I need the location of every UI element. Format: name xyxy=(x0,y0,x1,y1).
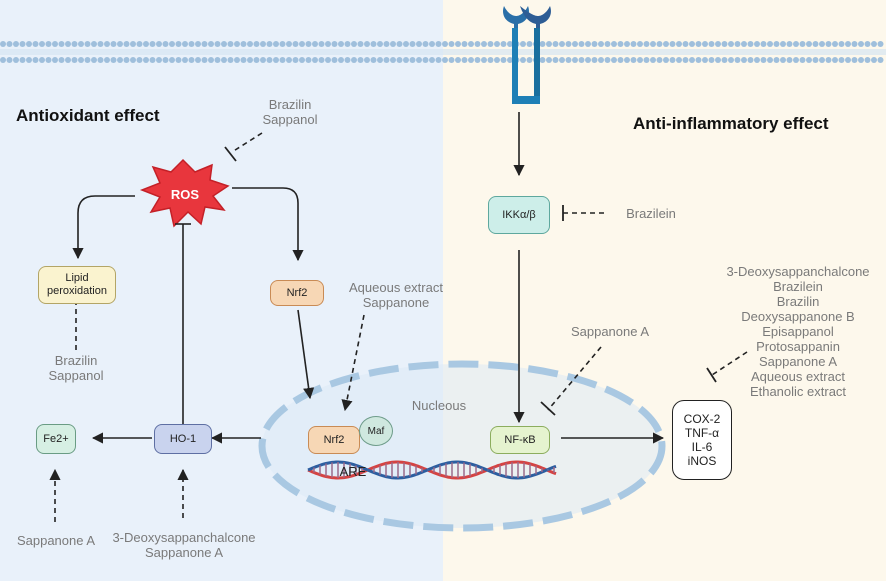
dashed-regulators xyxy=(49,132,748,522)
antioxidant-title: Antioxidant effect xyxy=(16,106,160,125)
ho1-node: HO-1 xyxy=(154,424,212,454)
maf-node: Maf xyxy=(359,416,393,446)
nucleous-label: Nucleous xyxy=(411,398,467,413)
dna-icon xyxy=(307,460,557,480)
ho1-activators-text: 3-Deoxysappanchalcone Sappanone A xyxy=(112,530,256,560)
nrf2-node: Nrf2 xyxy=(270,280,324,306)
nrf2-activators-text: Aqueous extract Sappanone xyxy=(349,280,443,310)
fe2-activator-text: Sappanone A xyxy=(16,533,96,548)
anti-inflammatory-title: Anti-inflammatory effect xyxy=(633,114,829,133)
nfkb-node: NF-κB xyxy=(490,426,550,454)
cytokine-inhibitors-text: 3-Deoxysappanchalcone Brazilein Brazilin… xyxy=(726,264,870,399)
cell-membrane xyxy=(0,41,886,63)
arrows xyxy=(72,112,665,444)
are-label: ARE xyxy=(339,463,367,479)
nucleus xyxy=(258,360,666,532)
ros-label: ROS xyxy=(170,186,200,202)
membrane-receptor-icon xyxy=(503,6,551,104)
ikk-inhibitor-text: Brazilein xyxy=(626,206,676,221)
lipid-inhibitors-text: Brazilin Sappanol xyxy=(48,353,104,383)
nrf2-nuclear-node: Nrf2 xyxy=(308,426,360,454)
lipid-peroxidation-node: Lipid peroxidation xyxy=(38,266,116,304)
nfkb-inhibitor-text: Sappanone A xyxy=(570,324,650,339)
ros-inhibitors-text: Brazilin Sappanol xyxy=(262,97,318,127)
cytokines-node: COX-2 TNF-α IL-6 iNOS xyxy=(672,400,732,480)
fe2-node: Fe2+ xyxy=(36,424,76,454)
ros-burst-icon xyxy=(139,158,230,228)
ikk-node: IKKα/β xyxy=(488,196,550,234)
